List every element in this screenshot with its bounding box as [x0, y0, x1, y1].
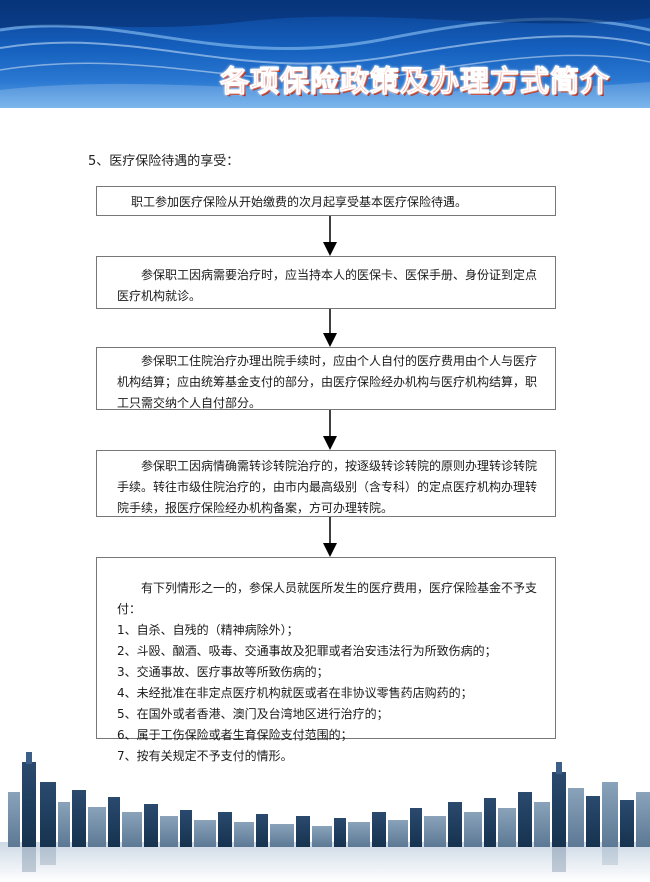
flow-step-3-text: 参保职工住院治疗办理出院手续时，应由个人自付的医疗费用由个人与医疗机构结算；应由…: [117, 354, 538, 410]
down-arrow-icon: [323, 410, 337, 450]
wave-decoration: [0, 0, 650, 108]
exclusions-intro: 有下列情形之一的，参保人员就医所发生的医疗费用，医疗保险基金不予支付：: [117, 581, 538, 616]
exclusion-item: 5、在国外或者香港、澳门及台湾地区进行治疗的；: [117, 707, 389, 721]
exclusions-box: 有下列情形之一的，参保人员就医所发生的医疗费用，医疗保险基金不予支付： 1、自杀…: [96, 557, 556, 763]
flow-step-4-text: 参保职工因病情确需转诊转院治疗的，按逐级转诊转院的原则办理转诊转院手续。转往市级…: [117, 459, 538, 515]
exclusion-item: 4、未经批准在非定点医疗机构就医或者在非协议零售药店购药的；: [117, 686, 473, 700]
flow-step-4: 参保职工因病情确需转诊转院治疗的，按逐级转诊转院的原则办理转诊转院手续。转往市级…: [96, 450, 556, 517]
flow-step-2: 参保职工因病需要治疗时，应当持本人的医保卡、医保手册、身份证到定点医疗机构就诊。: [96, 256, 556, 309]
exclusion-item: 7、按有关规定不予支付的情形。: [117, 749, 293, 763]
down-arrow-icon: [323, 309, 337, 347]
exclusion-item: 6、属于工伤保险或者生育保险支付范围的；: [117, 728, 353, 742]
down-arrow-icon: [323, 216, 337, 256]
section-heading: 5、医疗保险待遇的享受：: [88, 154, 240, 169]
flow-step-3: 参保职工住院治疗办理出院手续时，应由个人自付的医疗费用由个人与医疗机构结算；应由…: [96, 347, 556, 410]
exclusion-item: 2、斗殴、酗酒、吸毒、交通事故及犯罪或者治安违法行为所致伤病的；: [117, 644, 497, 658]
flow-step-1: 职工参加医疗保险从开始缴费的次月起享受基本医疗保险待遇。: [96, 186, 556, 216]
flow-step-2-text: 参保职工因病需要治疗时，应当持本人的医保卡、医保手册、身份证到定点医疗机构就诊。: [117, 268, 538, 303]
page-title: 各项保险政策及办理方式简介: [219, 64, 610, 99]
header-banner: 各项保险政策及办理方式简介: [0, 0, 650, 108]
city-skyline-image: [0, 752, 650, 882]
exclusion-item: 1、自杀、自残的（精神病除外）；: [117, 623, 299, 637]
exclusion-item: 3、交通事故、医疗事故等所致伤病的；: [117, 665, 329, 679]
down-arrow-icon: [323, 517, 337, 557]
flow-step-1-text: 职工参加医疗保险从开始缴费的次月起享受基本医疗保险待遇。: [131, 195, 468, 209]
